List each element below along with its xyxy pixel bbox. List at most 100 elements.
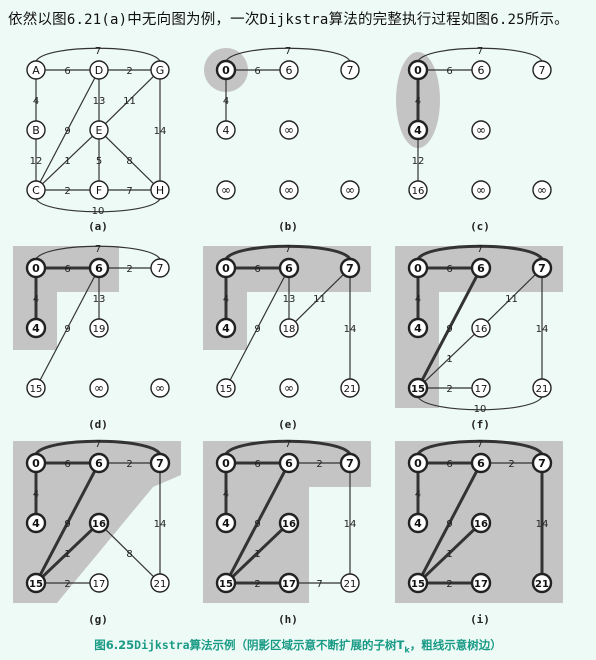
panel-label: (c) bbox=[470, 220, 490, 233]
graph-edge bbox=[42, 135, 93, 185]
graph-edge bbox=[225, 47, 351, 62]
edge-weight: 12 bbox=[412, 156, 425, 167]
vertex-label: 15 bbox=[30, 384, 43, 395]
panel-label: (b) bbox=[278, 220, 298, 233]
tree-edge bbox=[34, 439, 162, 456]
caption-algo: Dijkstra bbox=[134, 638, 190, 652]
vertex-label: 4 bbox=[414, 124, 422, 137]
vertex-c bbox=[407, 572, 429, 594]
tree-edge bbox=[416, 439, 544, 456]
vertex-f bbox=[278, 572, 300, 594]
vertex-label: 15 bbox=[411, 579, 425, 590]
vertex-label: 6 bbox=[95, 262, 103, 275]
edge-weight: 2 bbox=[64, 579, 70, 590]
edge-weight: 9 bbox=[64, 126, 70, 137]
tree-edge bbox=[423, 528, 476, 578]
vertex-label: 18 bbox=[283, 324, 296, 335]
edge-weight: 7 bbox=[95, 439, 101, 450]
edge-weight: 1 bbox=[64, 156, 70, 167]
vertex-d bbox=[278, 257, 300, 279]
edge-weight: 7 bbox=[285, 244, 291, 255]
vertex-label: 0 bbox=[222, 457, 230, 470]
vertex-label: 21 bbox=[154, 579, 167, 590]
edge-weight: 1 bbox=[446, 549, 452, 560]
vertex-g bbox=[149, 452, 171, 474]
vertex-label: G bbox=[156, 64, 165, 77]
vertex-b bbox=[407, 317, 429, 339]
tree-edge bbox=[420, 275, 479, 381]
edge-weight: 14 bbox=[154, 519, 167, 530]
vertex-label: 0 bbox=[32, 262, 40, 275]
edge-weight: 14 bbox=[154, 126, 167, 137]
edge-weight: 6 bbox=[254, 66, 260, 77]
edge-weight: 11 bbox=[505, 294, 518, 305]
vertex-f bbox=[279, 180, 299, 200]
vertex-label: 19 bbox=[93, 324, 106, 335]
panel-label: (a) bbox=[88, 220, 108, 233]
edge-weight: 9 bbox=[446, 519, 452, 530]
vertex-h bbox=[532, 378, 552, 398]
panel-label: (i) bbox=[470, 613, 490, 626]
vertex-label: ∞ bbox=[476, 183, 486, 197]
vertex-a bbox=[407, 257, 429, 279]
vertex-b bbox=[407, 119, 429, 141]
vertex-b bbox=[25, 512, 47, 534]
graph-edge bbox=[486, 273, 537, 323]
edge-weight: 9 bbox=[64, 324, 70, 335]
vertex-h bbox=[340, 378, 360, 398]
vertex-a bbox=[25, 452, 47, 474]
vertex-label: 4 bbox=[32, 322, 40, 335]
vertex-e bbox=[279, 120, 299, 140]
vertex-g bbox=[339, 452, 361, 474]
vertex-label: 4 bbox=[32, 517, 40, 530]
edge-weight: 7 bbox=[477, 244, 483, 255]
vertex-a bbox=[407, 59, 429, 81]
vertex-g bbox=[531, 452, 553, 474]
vertex-label: 0 bbox=[222, 262, 230, 275]
edge-weight: 7 bbox=[126, 186, 132, 197]
edge-weight: 4 bbox=[33, 96, 39, 107]
edge-weight: 9 bbox=[446, 324, 452, 335]
edge-weight: 12 bbox=[30, 156, 43, 167]
vertex-b bbox=[216, 120, 236, 140]
panel-label: (f) bbox=[470, 418, 490, 431]
graph-edge bbox=[104, 135, 155, 185]
vertex-d bbox=[278, 452, 300, 474]
edge-weight: 2 bbox=[446, 384, 452, 395]
vertex-label: ∞ bbox=[221, 183, 231, 197]
vertex-label: 21 bbox=[344, 579, 357, 590]
vertex-label: 0 bbox=[414, 64, 422, 77]
vertex-label: 16 bbox=[475, 324, 488, 335]
vertex-g bbox=[150, 258, 170, 278]
vertex-h bbox=[531, 572, 553, 594]
vertex-label: ∞ bbox=[284, 123, 294, 137]
edge-weight: 11 bbox=[123, 96, 136, 107]
vertex-d bbox=[88, 257, 110, 279]
tree-edge bbox=[41, 528, 94, 578]
vertex-label: B bbox=[32, 124, 40, 137]
vertex-f bbox=[279, 378, 299, 398]
vertex-d bbox=[470, 257, 492, 279]
vertex-label: 6 bbox=[286, 64, 293, 77]
edge-weight: 6 bbox=[254, 459, 260, 470]
graph-edge bbox=[35, 245, 161, 260]
vertex-d bbox=[279, 60, 299, 80]
edge-weight: 8 bbox=[126, 549, 132, 560]
vertex-label: 6 bbox=[478, 64, 485, 77]
edge-weight: 4 bbox=[415, 96, 421, 107]
vertex-f bbox=[470, 572, 492, 594]
vertex-label: 16 bbox=[92, 519, 106, 530]
edge-weight: 6 bbox=[64, 459, 70, 470]
vertex-label: 15 bbox=[220, 384, 233, 395]
vertex-f bbox=[471, 180, 491, 200]
vertex-d bbox=[470, 452, 492, 474]
edge-weight: 7 bbox=[95, 46, 101, 57]
vertex-label: 4 bbox=[222, 322, 230, 335]
vertex-label: 7 bbox=[538, 262, 546, 275]
tree-edge bbox=[224, 244, 352, 261]
vertex-label: D bbox=[95, 64, 103, 77]
